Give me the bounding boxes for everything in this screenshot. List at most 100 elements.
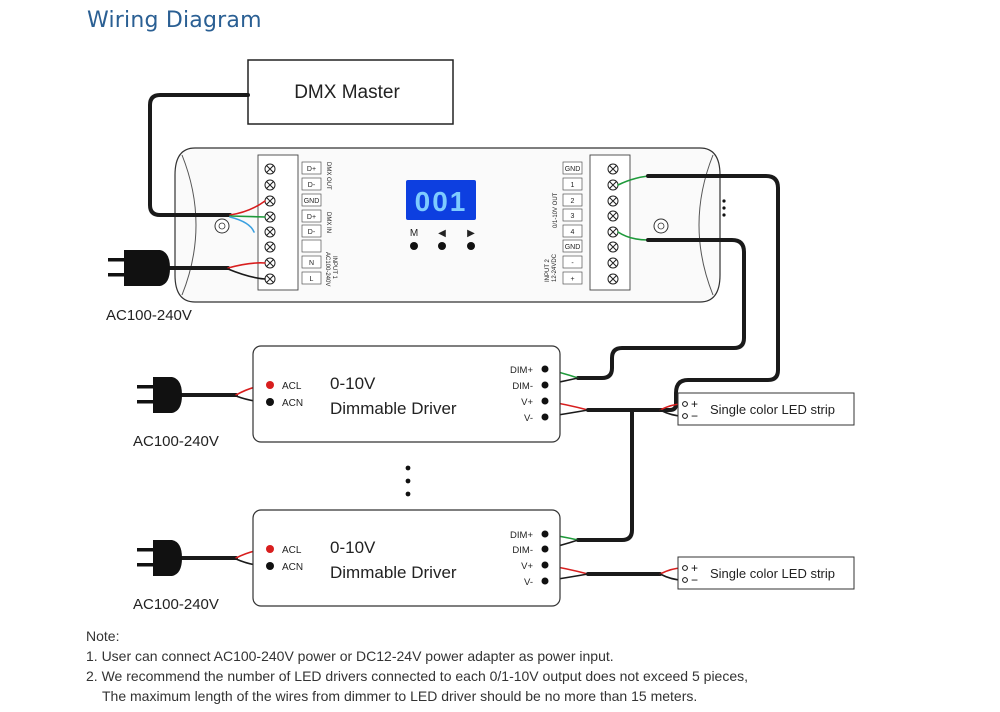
output2-cable	[576, 238, 746, 380]
led-strip-label: Single color LED strip	[710, 402, 835, 417]
strip-plus-terminal	[682, 401, 688, 407]
vplus-terminal	[541, 397, 549, 405]
driver1-ac-plug	[137, 377, 182, 413]
display-value: 001	[415, 186, 468, 217]
led-strip-label: Single color LED strip	[710, 566, 835, 581]
driver-2-box	[252, 509, 561, 607]
dmx-cable	[148, 93, 250, 217]
dmx-wire-red	[229, 200, 266, 216]
vminus-terminal	[541, 577, 549, 585]
dim-minus-label: DIM-	[512, 381, 533, 392]
terminal-label: D+	[307, 214, 316, 221]
right-terminal-labels: GND 1 2 3 4 GND - + 0/1-10V OUT INPUT 2 …	[545, 161, 583, 285]
mode-button[interactable]	[410, 242, 418, 250]
acn-terminal	[266, 398, 274, 406]
acn-label: ACN	[282, 398, 303, 409]
acl-label: ACL	[282, 381, 302, 392]
led-strip-2-box	[677, 556, 855, 590]
driver-2: ACL ACN 0-10V Dimmable Driver DIM+ DIM- …	[252, 509, 561, 607]
vminus-label: V-	[524, 413, 533, 424]
terminal-label: 2	[571, 198, 575, 205]
vminus-label: V-	[524, 577, 533, 588]
dim-plus-label: DIM+	[510, 530, 533, 541]
right-screws	[607, 163, 619, 285]
terminal-label: +	[570, 276, 574, 283]
vminus-terminal	[541, 413, 549, 421]
left-button[interactable]	[438, 242, 446, 250]
note-item: 1. User can connect AC100-240V power or …	[86, 648, 614, 664]
terminal-screw	[607, 195, 619, 207]
acl-terminal	[266, 545, 274, 553]
terminal-screw	[264, 226, 276, 238]
controller-power-label: AC100-240V	[106, 307, 192, 324]
strip-plus-label: +	[691, 397, 698, 411]
led-strip-1: + − Single color LED strip	[677, 392, 855, 426]
button-m-label: M	[410, 228, 418, 239]
terminal-screw	[607, 241, 619, 253]
vplus-label: V+	[521, 397, 533, 408]
terminal-label: GND	[565, 166, 581, 173]
controller-housing	[174, 147, 721, 303]
dim-plus-label: DIM+	[510, 365, 533, 376]
continuation-dot	[405, 465, 411, 471]
dmx-master: DMX Master	[247, 59, 454, 125]
terminal-screw	[264, 273, 276, 285]
acl-label: ACL	[282, 545, 302, 556]
terminal-label: 4	[571, 229, 575, 236]
button-right-label: ▶	[467, 228, 475, 239]
group-label-input1: INPUT 1	[331, 256, 337, 280]
terminal-label: GND	[565, 244, 581, 251]
controller-ac-black	[227, 268, 266, 280]
terminal-screw	[607, 273, 619, 285]
output1-wire-green	[617, 175, 649, 186]
left-terminal-labels: D+ D- GND D+ D- N L DMX OUT DMX IN INPUT…	[301, 161, 337, 286]
notes-heading: Note:	[86, 628, 120, 644]
controller-right-tab	[698, 154, 714, 296]
continuation-dot	[405, 478, 411, 484]
terminal-screw	[264, 195, 276, 207]
strip-plus-label: +	[691, 561, 698, 575]
group-label-out: 0/1-10V OUT	[553, 192, 559, 228]
group-label-input2: INPUT 2	[545, 258, 551, 282]
terminal-screw	[264, 179, 276, 191]
terminal-screw	[607, 257, 619, 269]
right-terminal-block	[589, 154, 631, 291]
dmx-master-box	[247, 59, 454, 125]
page-title: Wiring Diagram	[87, 8, 262, 33]
driver-title-1: 0-10V	[330, 538, 376, 557]
terminal-screw	[607, 226, 619, 238]
driver-1-box	[252, 345, 561, 443]
dim-plus-terminal	[541, 530, 549, 538]
dim-minus-label: DIM-	[512, 545, 533, 556]
notes: Note: 1. User can connect AC100-240V pow…	[86, 626, 986, 706]
dmx-wire-blue	[229, 216, 255, 233]
group-label-dmx-out: DMX OUT	[325, 162, 331, 190]
more-outputs-dot	[722, 199, 726, 203]
driver2-power-label: AC100-240V	[133, 596, 219, 613]
strip-minus-terminal	[682, 413, 688, 419]
left-screw-hole-inner	[218, 222, 226, 230]
wiring-diagram: DMX Master D+ D-	[106, 59, 855, 613]
controller: D+ D- GND D+ D- N L DMX OUT DMX IN INPUT…	[174, 147, 726, 303]
terminal-label: D-	[308, 229, 316, 236]
terminal-label: 3	[571, 213, 575, 220]
dim-minus-terminal	[541, 381, 549, 389]
right-button[interactable]	[467, 242, 475, 250]
driver2-ac-plug	[137, 540, 182, 576]
terminal-label: D-	[308, 182, 316, 189]
driver-title-2: Dimmable Driver	[330, 399, 457, 418]
more-outputs-dot	[722, 206, 726, 210]
terminal-label: -	[571, 260, 574, 267]
strip-minus-terminal	[682, 577, 688, 583]
led-strip-2: + − Single color LED strip	[677, 556, 855, 590]
terminal-label: GND	[304, 198, 320, 205]
left-terminal-block	[257, 154, 299, 291]
terminal-screw	[264, 211, 276, 223]
more-outputs-dot	[722, 213, 726, 217]
acl-terminal	[266, 381, 274, 389]
terminal-screw	[607, 179, 619, 191]
vplus-terminal	[541, 561, 549, 569]
terminal-screw	[607, 210, 619, 222]
dmx-wire-green	[229, 215, 266, 218]
terminal-screw	[264, 241, 276, 253]
